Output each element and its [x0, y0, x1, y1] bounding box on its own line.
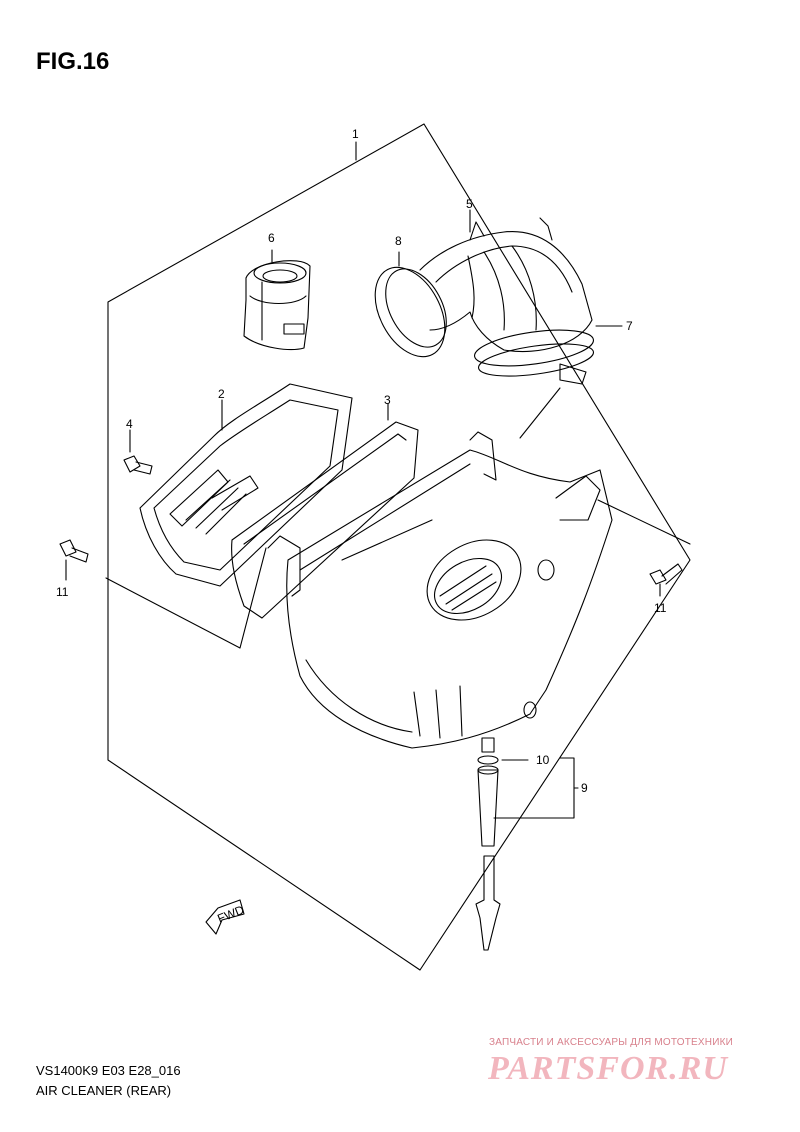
fwd-label: FWD — [215, 902, 246, 925]
model-code: VS1400K9 E03 E28_016 — [36, 1063, 181, 1078]
callout-1: 1 — [352, 127, 359, 141]
callout-11-right: 11 — [654, 601, 667, 615]
part-3-filter — [231, 403, 419, 619]
callout-6: 6 — [268, 231, 275, 245]
callout-3: 3 — [384, 393, 391, 407]
callout-4: 4 — [126, 417, 133, 431]
leader-tray — [105, 547, 267, 649]
part-11-screw-right — [649, 563, 683, 597]
group-name: AIR CLEANER (REAR) — [36, 1083, 172, 1098]
part-5-inlet-tube — [419, 209, 623, 385]
part-6-duct — [243, 249, 311, 351]
fwd-arrow-icon — [205, 899, 245, 935]
part-2-tray — [129, 383, 353, 587]
callout-9: 9 — [581, 781, 588, 795]
part-8-clamp-ring — [374, 251, 447, 358]
part-11-screw-left — [59, 539, 89, 581]
watermark-caption: ЗАПЧАСТИ И АКСЕССУАРЫ ДЛЯ МОТОТЕХНИКИ — [489, 1037, 734, 1048]
main-housing — [267, 387, 691, 749]
callout-7: 7 — [626, 319, 633, 333]
callout-2: 2 — [218, 387, 225, 401]
watermark-logo: PARTSFOR.RU — [488, 1050, 728, 1087]
callout-8: 8 — [395, 234, 402, 248]
assembly-frame — [107, 123, 691, 971]
part-4-screw — [123, 455, 153, 475]
part-9-drain-hose — [475, 737, 579, 951]
callout-10: 10 — [536, 753, 550, 767]
callout-11-left: 11 — [56, 585, 69, 599]
callout-5: 5 — [466, 197, 473, 211]
figure-title: FIG.16 — [36, 48, 110, 75]
